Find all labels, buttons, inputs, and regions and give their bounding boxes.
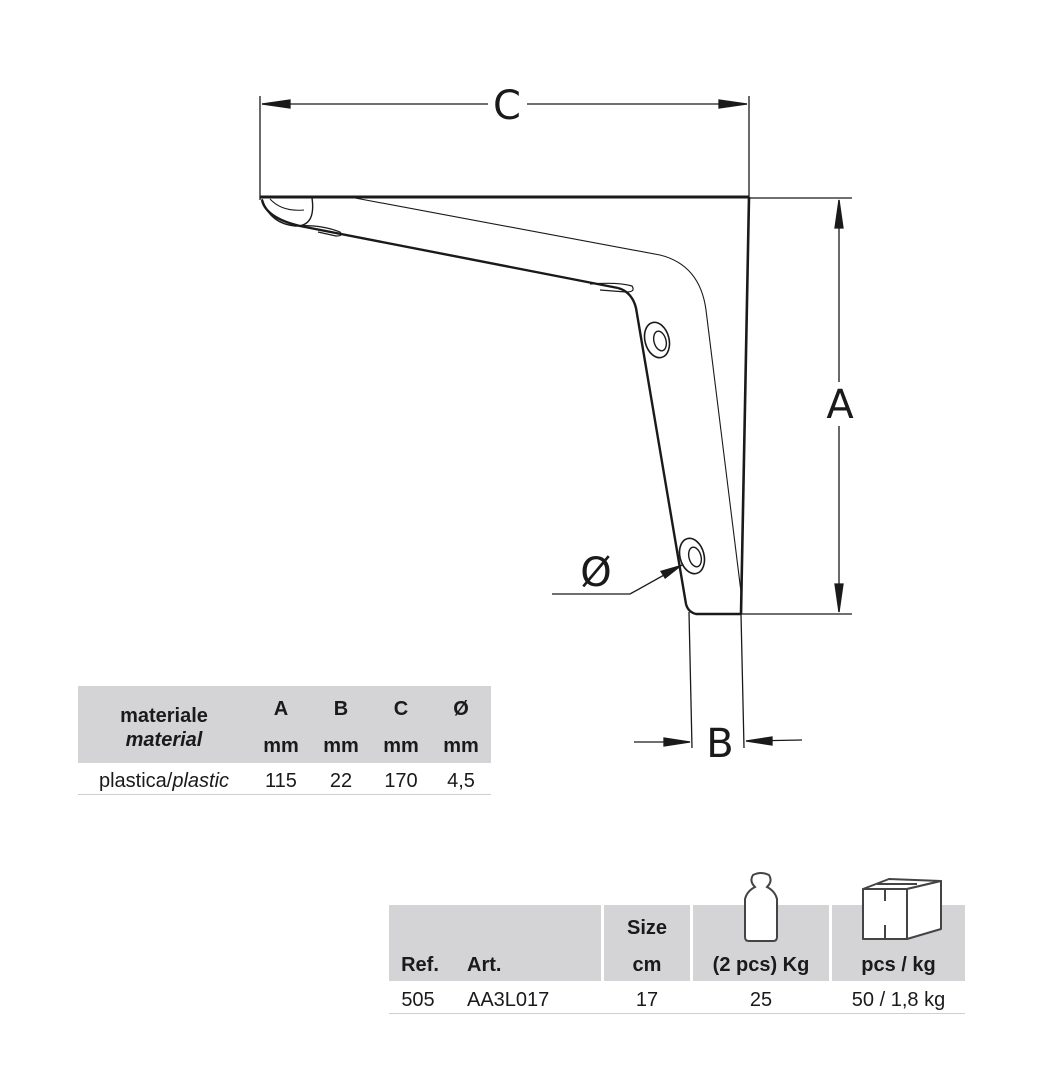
dimension-c	[259, 96, 750, 200]
dimension-diameter-label: Ø	[580, 550, 611, 596]
value-diameter: 4,5	[447, 770, 475, 792]
value-size: 17	[635, 989, 659, 1011]
dimension-b	[634, 611, 803, 749]
weight-icon	[744, 872, 778, 942]
column-b-name: B	[333, 698, 349, 720]
value-art: AA3L017	[467, 989, 550, 1011]
header-pack: pcs / kg	[861, 954, 936, 976]
header-ref: Ref.	[401, 954, 439, 976]
material-table-header	[78, 686, 491, 763]
dimension-b-label: B	[706, 721, 733, 767]
product-header-ref-art-bg	[389, 905, 601, 981]
column-c-name: C	[393, 698, 409, 720]
column-c-unit: mm	[383, 735, 419, 757]
bracket-body	[260, 195, 751, 616]
value-weight: 25	[749, 989, 773, 1011]
column-b-unit: mm	[323, 735, 359, 757]
value-c: 170	[384, 770, 418, 792]
column-diameter-name: Ø	[453, 698, 469, 720]
material-header-en: material	[125, 729, 203, 751]
dimension-a-label: A	[826, 382, 854, 428]
header-weight: (2 pcs) Kg	[712, 954, 810, 976]
product-row-divider	[389, 1013, 965, 1014]
value-ref: 505	[401, 989, 435, 1011]
header-size-unit: cm	[632, 954, 662, 976]
column-a-name: A	[273, 698, 289, 720]
header-art: Art.	[467, 954, 502, 976]
material-header-it: materiale	[120, 705, 208, 727]
value-pack: 50 / 1,8 kg	[851, 989, 946, 1011]
dimension-a	[741, 197, 852, 615]
column-diameter-unit: mm	[443, 735, 479, 757]
material-value-en: plastic	[172, 770, 230, 792]
dimension-diameter	[552, 564, 684, 595]
box-icon	[862, 878, 942, 940]
material-value: plastica/plastic	[78, 770, 250, 793]
material-row-divider	[78, 794, 491, 795]
value-b: 22	[329, 770, 353, 792]
header-size: Size	[626, 917, 668, 939]
column-a-unit: mm	[263, 735, 299, 757]
material-value-it: plastica/	[98, 770, 173, 792]
product-header-size-bg	[604, 905, 690, 981]
value-a: 115	[265, 770, 297, 792]
dimension-c-label: C	[493, 83, 521, 129]
